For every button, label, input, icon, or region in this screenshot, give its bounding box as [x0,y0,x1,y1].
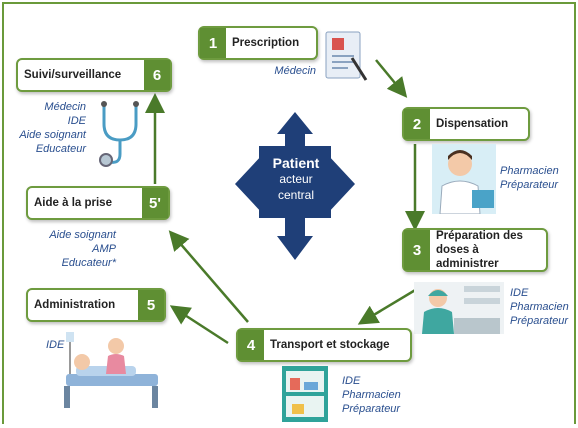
arrow-4-to-5prime [168,230,249,323]
pharmacist-icon [432,144,496,214]
stethoscope-icon [99,101,139,167]
step-6-suivi: Suivi/surveillance 6 [16,58,172,92]
step-1-roles: Médecin [274,65,316,77]
step-3-label: Préparation des doses à administrer [436,230,523,270]
step-3-number: 3 [404,230,430,270]
step-5prime-roles: Aide soignant AMP Educateur* [49,229,116,269]
step-2-label: Dispensation [436,118,509,130]
step-6-number: 6 [144,60,170,90]
step-5-label: Administration [34,299,116,311]
pharmacy-lab-icon [414,282,504,334]
center-line2: acteur [279,172,313,186]
step-4-number: 4 [238,330,264,360]
prescription-icon [325,31,368,81]
medicine-cabinet-icon [282,366,328,422]
patient-cross [235,112,355,260]
arrow-3-to-4 [357,284,423,325]
step-4-roles: IDE Pharmacien Préparateur [342,375,401,415]
step-1-number: 1 [200,28,226,58]
connectors [145,59,425,345]
step-4-transport: 4 Transport et stockage [236,328,412,362]
step-2-roles: Pharmacien Préparateur [500,165,559,191]
hospital-bed-icon [64,332,158,408]
step-4-label: Transport et stockage [270,339,390,351]
step-6-roles: Médecin IDE Aide soignant Educateur [19,101,86,155]
step-1-label: Prescription [232,37,300,49]
arrow-4-to-5 [169,305,229,345]
step-2-number: 2 [404,109,430,139]
step-5-administration: Administration 5 [26,288,166,322]
center-line3: central [277,188,315,202]
step-5-roles: IDE [46,339,65,351]
center-label: Patient acteur central [262,155,330,203]
step-5-number: 5 [138,290,164,320]
step-1-prescription: 1 Prescription [198,26,318,60]
step-5prime-number: 5' [142,188,168,218]
step-6-label: Suivi/surveillance [24,69,122,81]
step-5prime-label: Aide à la prise [34,197,112,209]
diagram-frame: Patient acteur central 1 Prescription Mé… [2,2,576,424]
arrow-1-to-2 [375,59,408,98]
step-3-roles: IDE Pharmacien Préparateur [510,287,569,327]
step-3-preparation: 3 Préparation des doses à administrer [402,228,548,272]
step-5prime-aide-prise: Aide à la prise 5' [26,186,170,220]
step-2-dispensation: 2 Dispensation [402,107,530,141]
center-title: Patient [272,155,320,171]
